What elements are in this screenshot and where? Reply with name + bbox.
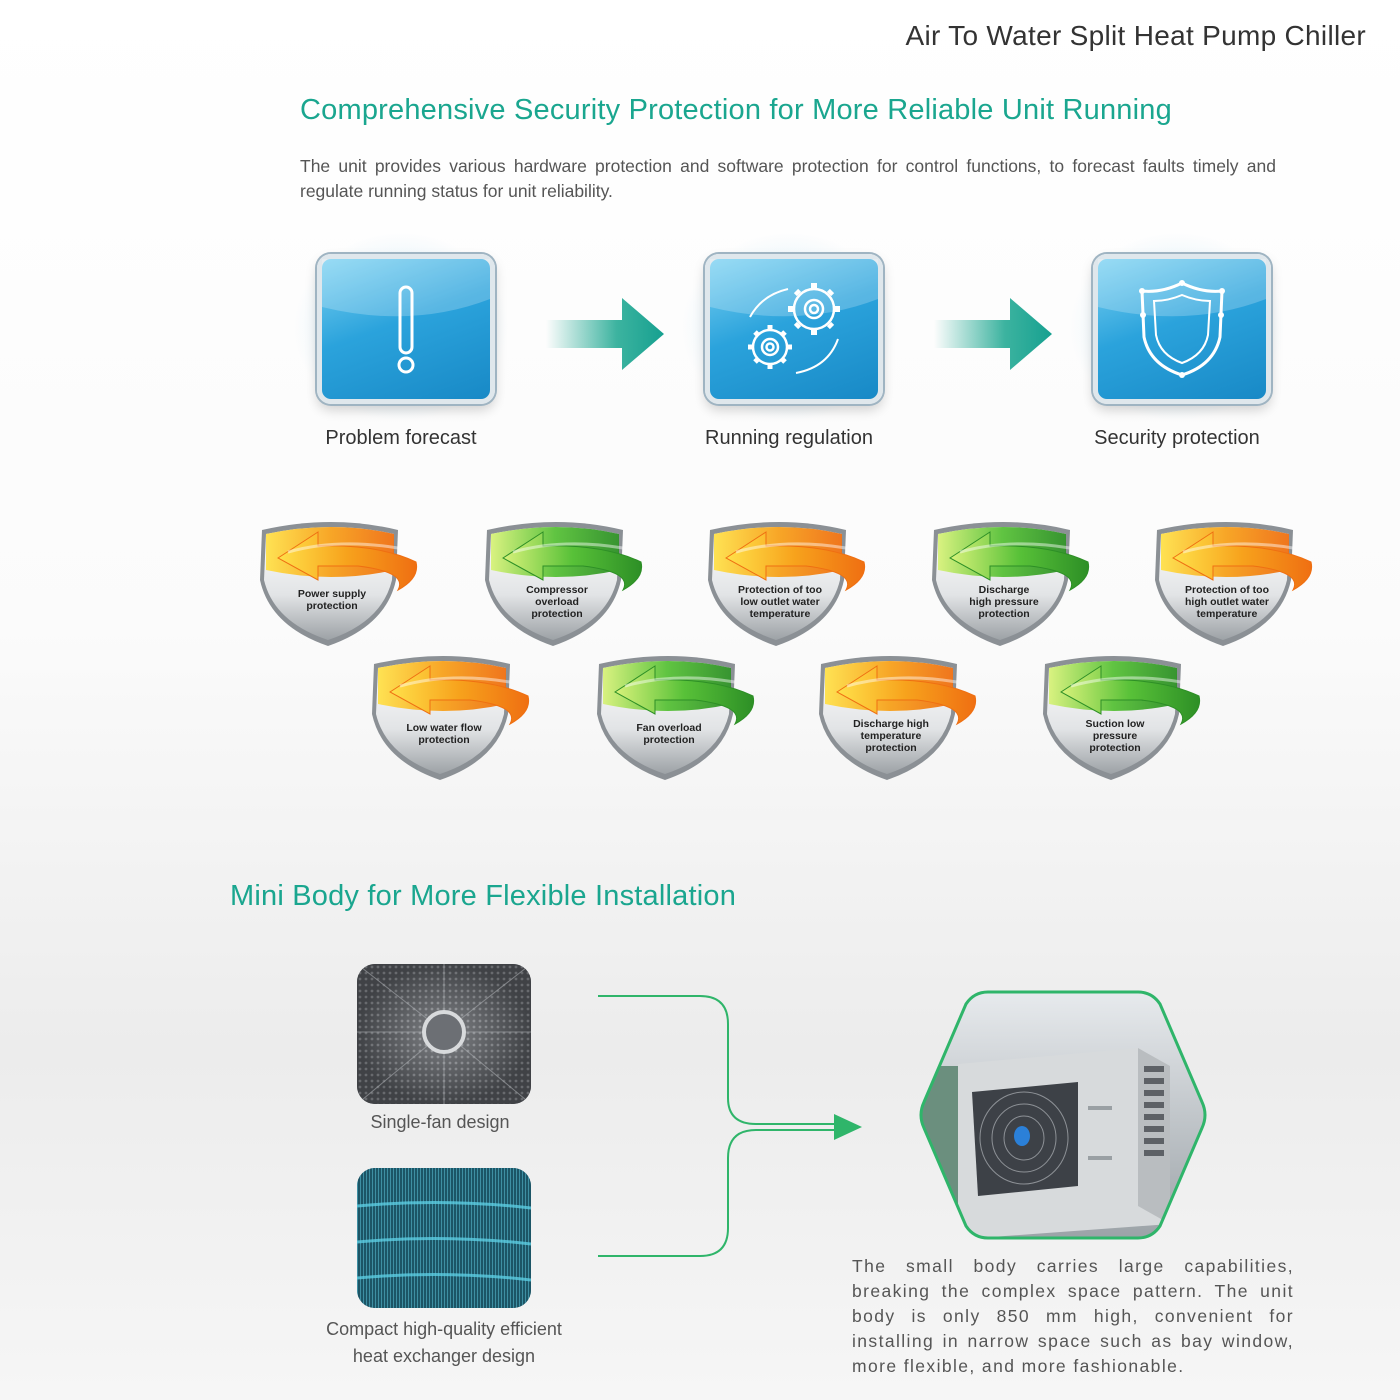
shield-arrow-icon (932, 522, 1090, 646)
shield-arrow-icon (819, 656, 977, 780)
shield-arrow-icon (1155, 522, 1313, 646)
mini-body-description: The small body carries large capabilitie… (852, 1256, 1294, 1376)
connector-arrow-icon (598, 995, 862, 1257)
step-label: Problem forecast (325, 427, 477, 449)
shield-arrow-icon (485, 522, 643, 646)
mini-body-section-title: Mini Body for More Flexible Installation (230, 880, 737, 912)
shield-arrow-icon (372, 656, 530, 780)
gears-icon (710, 259, 878, 374)
security-intro-text: The unit provides various hardware prote… (300, 156, 1276, 201)
step-label: Running regulation (705, 427, 873, 449)
flow-arrow-icon (546, 298, 666, 375)
single-fan-image (357, 964, 531, 1104)
shield-arrow-icon (1043, 656, 1201, 780)
step-problem-forecast: Problem forecast (276, 232, 526, 450)
heat-exchanger-image (357, 1168, 531, 1308)
shield-arrow-icon (597, 656, 755, 780)
shield-arrow-icon (260, 522, 418, 646)
single-fan-caption: Single-fan design (370, 1112, 510, 1132)
exclamation-icon (322, 259, 490, 374)
heat-exchanger-caption: Compact high-quality efficient heat exch… (326, 1319, 562, 1366)
step-running-regulation: Running regulation (664, 232, 914, 450)
step-security-protection: Security protection (1052, 232, 1302, 450)
security-section-title: Comprehensive Security Protection for Mo… (300, 94, 1172, 126)
shield-icon (1098, 259, 1266, 378)
document-title: Air To Water Split Heat Pump Chiller (905, 20, 1366, 51)
step-label: Security protection (1094, 427, 1260, 449)
flow-arrow-icon (934, 298, 1054, 375)
outdoor-unit-image (918, 986, 1208, 1244)
shield-arrow-icon (708, 522, 866, 646)
